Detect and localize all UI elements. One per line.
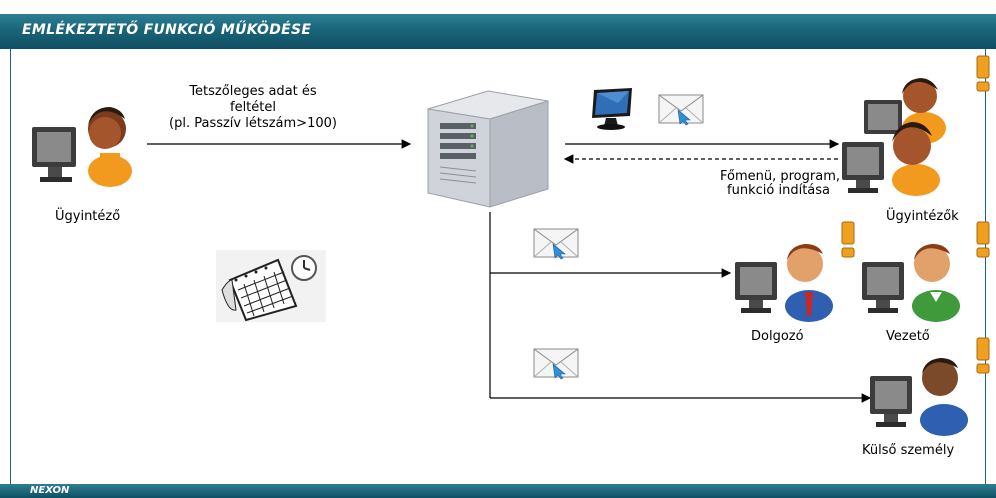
external-person-at-computer-icon <box>870 358 968 436</box>
launch-line-2: funkció indítása <box>727 183 830 198</box>
alert-exclamation-icon <box>976 221 990 258</box>
footer-brand: NEXON <box>30 485 70 496</box>
alert-exclamation-icon <box>976 337 990 374</box>
condition-line-2: feltétel <box>230 100 276 115</box>
envelope-icon-employee <box>533 228 579 260</box>
edge-label-condition: Tetszőleges adat és feltétel (pl. Passzí… <box>148 84 358 132</box>
node-label-sender: Ügyintéző <box>55 209 121 224</box>
employee-at-computer-icon <box>735 244 833 322</box>
person-at-computer-icon <box>32 107 132 187</box>
calendar-clock-icon <box>216 250 326 322</box>
frame-border-left <box>10 49 11 484</box>
launch-line-1: Főmenü, program, <box>720 169 840 184</box>
monitor-icon <box>592 88 632 130</box>
envelope-icon-clerks <box>658 94 704 126</box>
alert-exclamation-icon <box>841 221 855 258</box>
page-title: EMLÉKEZTETŐ FUNKCIÓ MŰKÖDÉSE <box>22 22 312 38</box>
node-label-employee: Dolgozó <box>751 329 804 344</box>
people-group-at-computers-icon <box>842 78 946 196</box>
node-label-external: Külső személy <box>862 443 955 458</box>
condition-line-3: (pl. Passzív létszám>100) <box>169 116 337 131</box>
node-label-manager: Vezető <box>886 329 930 344</box>
alert-exclamation-icon <box>976 55 990 92</box>
node-label-clerks: Ügyintézők <box>886 209 959 224</box>
footer-bar: NEXON <box>0 484 996 498</box>
manager-at-computer-icon <box>862 244 960 322</box>
server-icon <box>427 90 549 208</box>
edge-label-launch: Főmenü, program, funkció indítása <box>680 170 840 198</box>
frame-border-right <box>985 49 986 484</box>
header-bar: EMLÉKEZTETŐ FUNKCIÓ MŰKÖDÉSE <box>0 14 996 49</box>
condition-line-1: Tetszőleges adat és <box>189 84 317 99</box>
envelope-icon-external <box>533 348 579 380</box>
